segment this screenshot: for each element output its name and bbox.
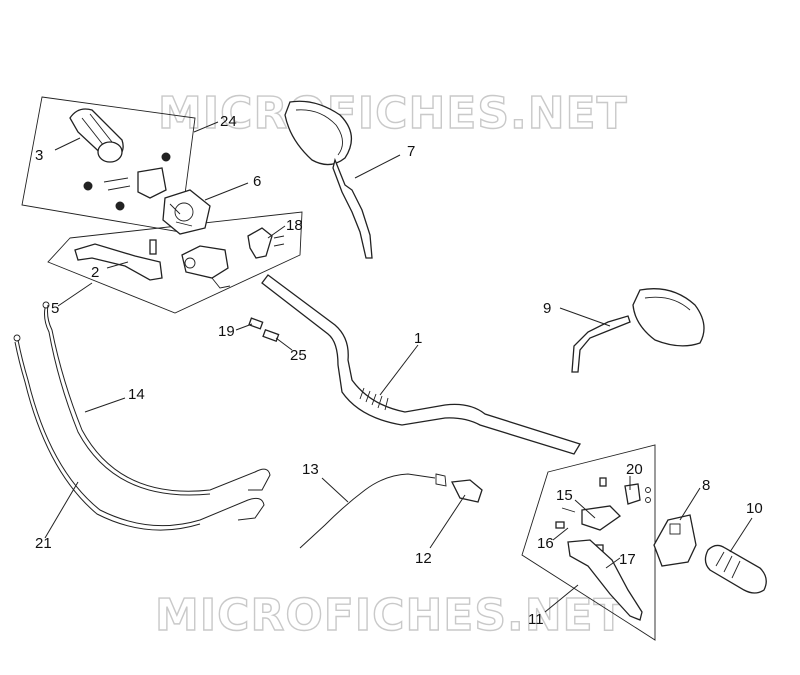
- callout-2: 2: [91, 264, 99, 281]
- fitting-25: [262, 328, 280, 342]
- callout-18: 18: [286, 217, 303, 234]
- callout-8: 8: [702, 477, 710, 494]
- cable-13: [299, 473, 447, 549]
- callout-20: 20: [626, 461, 643, 478]
- throttle-grip: [69, 108, 171, 211]
- watermark-top: MICROFICHES.NET: [158, 88, 628, 139]
- left-mirror: [284, 100, 373, 259]
- fitting-19: [248, 317, 264, 330]
- callout-7: 7: [407, 143, 415, 160]
- callout-numbers: 1 2 3 5 6 7 8 9 10 11 12 13 14 15 16 17 …: [35, 113, 763, 628]
- callout-14: 14: [128, 386, 145, 403]
- right-mirror: [571, 288, 705, 373]
- callout-13: 13: [302, 461, 319, 478]
- group-outline-left-controls: [47, 211, 303, 314]
- left-switch-housing: [162, 189, 211, 235]
- group-outline-11: [521, 444, 656, 641]
- callout-3: 3: [35, 147, 43, 164]
- callout-6: 6: [253, 173, 261, 190]
- right-lever: [567, 539, 643, 621]
- left-master-cylinder: [181, 245, 231, 289]
- handlebar: [261, 274, 581, 455]
- callout-5: 5: [51, 300, 59, 317]
- callout-21: 21: [35, 535, 52, 552]
- switch-12: [451, 479, 483, 503]
- left-lever: [74, 239, 163, 281]
- callout-15: 15: [556, 487, 573, 504]
- callout-12: 12: [415, 550, 432, 567]
- callout-17: 17: [619, 551, 636, 568]
- bracket-18: [247, 227, 285, 259]
- right-grip: [704, 544, 767, 594]
- cable-5: [42, 301, 271, 496]
- callout-25: 25: [290, 347, 307, 364]
- callout-11: 11: [528, 611, 544, 628]
- watermark-bottom: MICROFICHES.NET: [155, 590, 625, 641]
- right-switch-housing: [653, 514, 697, 567]
- callout-16: 16: [537, 535, 554, 552]
- callout-10: 10: [746, 500, 763, 517]
- callout-1: 1: [414, 330, 422, 347]
- leader-lines: [44, 121, 753, 613]
- callout-9: 9: [543, 300, 551, 317]
- cable-21: [13, 334, 265, 531]
- callout-19: 19: [218, 323, 235, 340]
- callout-24: 24: [220, 113, 237, 130]
